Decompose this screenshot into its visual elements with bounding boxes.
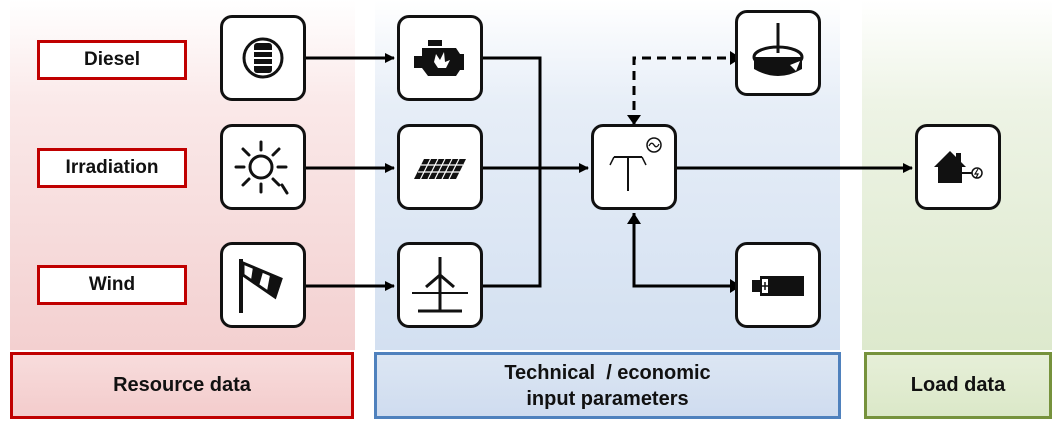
solar-panel-icon <box>397 124 483 210</box>
irradiation-label-text: Irradiation <box>65 157 159 178</box>
dashed-grid-link <box>632 56 730 125</box>
footer-technical-parameters: Technical / economic input parameters <box>374 352 841 419</box>
battery-link <box>632 213 730 288</box>
wind-label-text: Wind <box>88 274 136 295</box>
footer-technical-line1: Technical / economic <box>504 361 711 384</box>
grid-sale-icon <box>735 10 821 96</box>
resource-label-wind: Wind <box>37 265 187 305</box>
bus-wind <box>483 168 542 288</box>
footer-resource-data: Resource data <box>10 352 354 419</box>
bus-diesel <box>483 56 542 168</box>
wind-turbine-icon <box>397 242 483 328</box>
footer-load-data: Load data <box>864 352 1052 419</box>
diesel-generator-icon <box>397 15 483 101</box>
footer-load-text: Load data <box>910 374 1006 396</box>
battery-icon <box>735 242 821 328</box>
resource-label-diesel: Diesel <box>37 40 187 80</box>
fuel-barrel-icon <box>220 15 306 101</box>
sun-icon <box>220 124 306 210</box>
footer-resource-text: Resource data <box>113 374 251 396</box>
diesel-label-text: Diesel <box>84 49 140 70</box>
resource-label-irradiation: Irradiation <box>37 148 187 188</box>
footer-technical-line2: input parameters <box>526 387 689 410</box>
inverter-icon <box>591 124 677 210</box>
house-load-icon <box>915 124 1001 210</box>
windsock-icon <box>220 242 306 328</box>
